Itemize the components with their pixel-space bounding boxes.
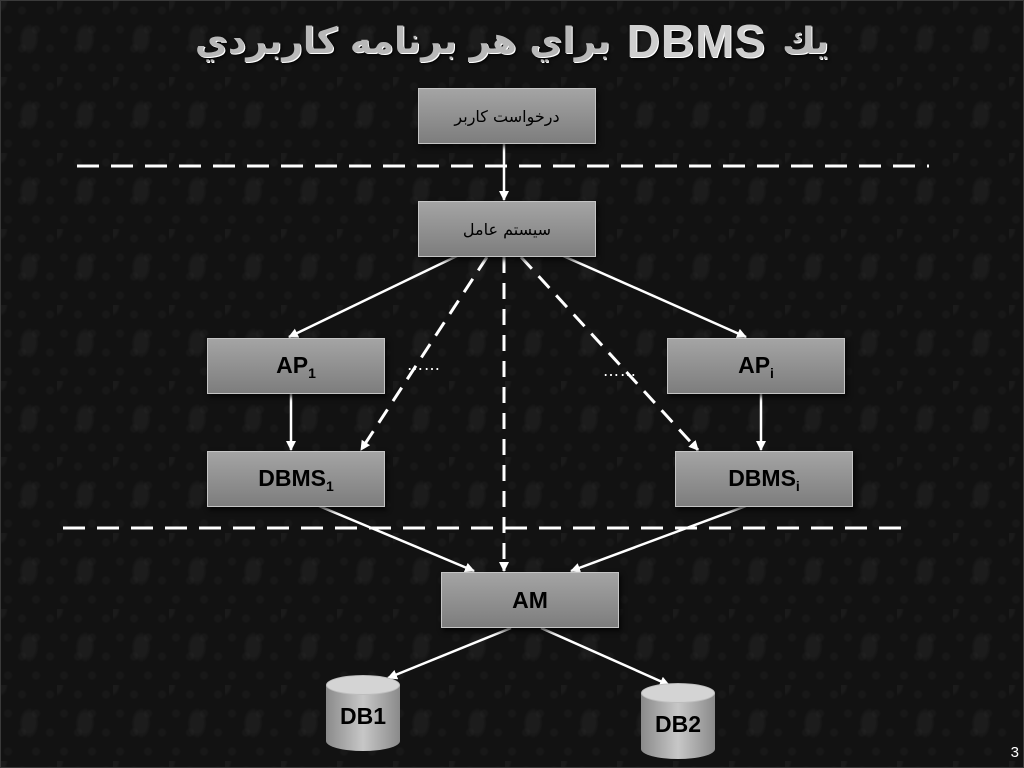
database-db2-label: DB2 bbox=[654, 711, 701, 737]
arrow-am-to-db2 bbox=[540, 626, 670, 687]
node-operating-system-label: سيستم عامل bbox=[462, 219, 552, 239]
node-api-label: APi bbox=[738, 351, 774, 381]
node-am-label: AM bbox=[512, 586, 548, 613]
node-dbms1-label: DBMS1 bbox=[258, 464, 334, 494]
dashed-os-to-dbms1 bbox=[359, 256, 489, 451]
node-ap1: AP1 bbox=[207, 338, 385, 394]
node-api: APi bbox=[667, 338, 845, 394]
ellipsis-right: …… bbox=[603, 361, 637, 380]
node-ap1-label: AP1 bbox=[276, 351, 316, 381]
node-user-request-label: درخواست كاربر bbox=[454, 106, 560, 126]
database-db1-label: DB1 bbox=[339, 703, 386, 729]
title-persian: براي هر برنامه كاربردي bbox=[194, 20, 611, 62]
arrow-dbms1-to-am bbox=[318, 504, 475, 573]
node-dbms1: DBMS1 bbox=[207, 451, 385, 507]
arrow-os-to-ap1 bbox=[288, 253, 460, 339]
title-persian-prefix: يك bbox=[782, 20, 830, 62]
arrow-am-to-db1 bbox=[387, 626, 512, 680]
page-number: 3 bbox=[1010, 744, 1019, 761]
title-acronym: DBMS bbox=[626, 15, 767, 67]
database-db2: DB2 bbox=[641, 683, 715, 759]
ellipsis-left: …… bbox=[407, 355, 441, 374]
arrow-dbmsi-to-am bbox=[570, 504, 747, 573]
node-user-request: درخواست كاربر bbox=[418, 88, 596, 144]
dashed-os-to-dbmsi bbox=[519, 255, 700, 452]
arrow-os-to-api bbox=[560, 253, 747, 339]
slide-title: براي هر برنامه كاربردي DBMS يك bbox=[1, 9, 1023, 73]
database-db1: DB1 bbox=[326, 675, 400, 751]
node-dbmsi: DBMSi bbox=[675, 451, 853, 507]
node-dbmsi-label: DBMSi bbox=[728, 464, 800, 494]
node-operating-system: سيستم عامل bbox=[418, 201, 596, 257]
node-am: AM bbox=[441, 572, 619, 628]
